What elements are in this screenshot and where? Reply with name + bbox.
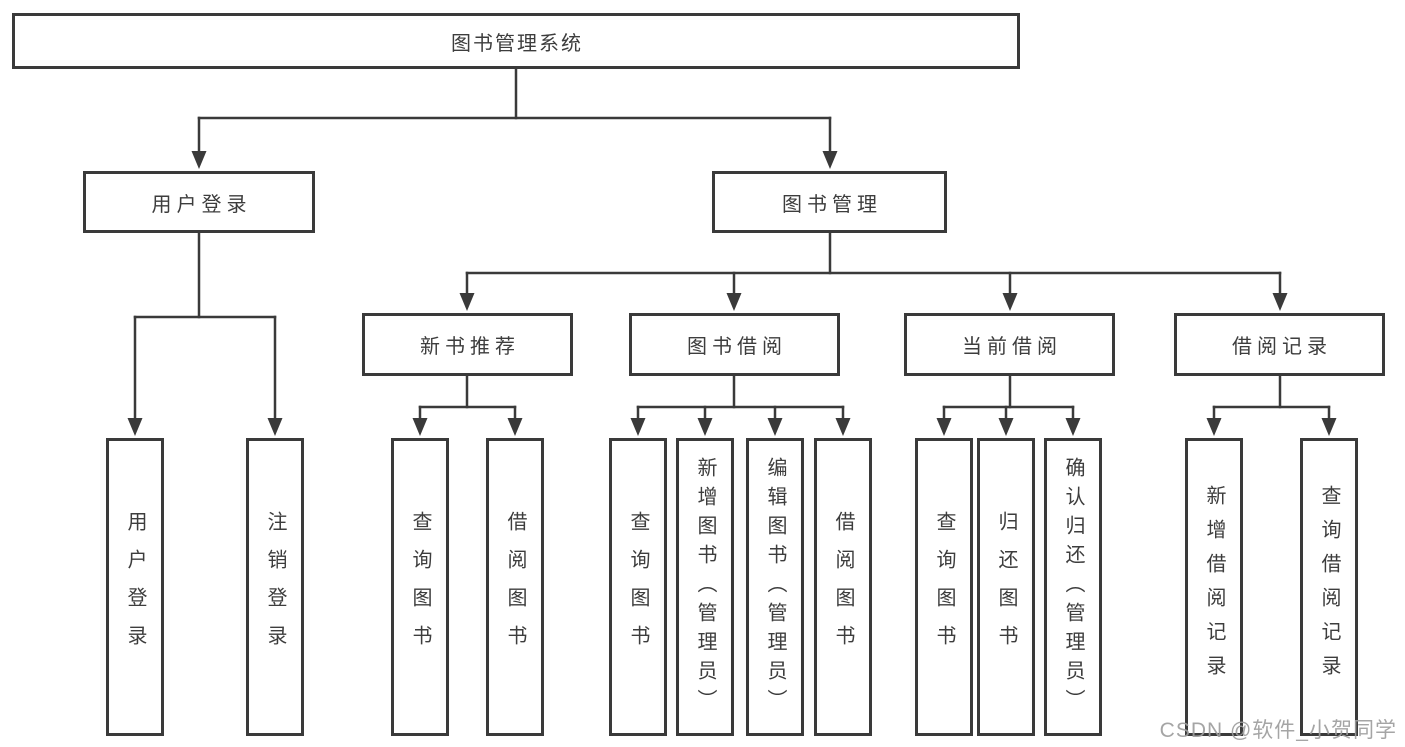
- node-user-login: 用户登录: [83, 171, 315, 233]
- arrowheads: [127, 151, 1337, 436]
- leaf-query-books-recommend: 查询图书: [391, 438, 449, 736]
- leaf-user-login: 用户登录: [106, 438, 164, 736]
- leaf-logout: 注销登录: [246, 438, 304, 736]
- node-new-book-recommend: 新书推荐: [362, 313, 573, 376]
- leaf-query-borrow-record-label: 查询借阅记录: [1318, 485, 1340, 689]
- leaf-confirm-return-admin: 确认归还（管理员）: [1044, 438, 1102, 736]
- leaf-query-books-current-label: 查询图书: [933, 511, 955, 663]
- node-book-management: 图书管理: [712, 171, 947, 233]
- node-book-borrow: 图书借阅: [629, 313, 840, 376]
- leaf-confirm-return-admin-label: 确认归还（管理员）: [1062, 456, 1084, 718]
- leaf-query-borrow-record: 查询借阅记录: [1300, 438, 1358, 736]
- csdn-watermark: CSDN @软件_小贺同学: [1159, 719, 1397, 742]
- leaf-borrow-books-recommend-label: 借阅图书: [504, 511, 526, 663]
- leaf-return-book-label: 归还图书: [995, 511, 1017, 663]
- leaf-query-books-current: 查询图书: [915, 438, 973, 736]
- leaf-query-books-borrow-label: 查询图书: [627, 511, 649, 663]
- leaf-add-borrow-record-label: 新增借阅记录: [1203, 485, 1225, 689]
- leaf-add-book-admin: 新增图书（管理员）: [676, 438, 734, 736]
- leaf-edit-book-admin-label: 编辑图书（管理员）: [764, 456, 786, 718]
- leaf-borrow-books-label: 借阅图书: [832, 511, 854, 663]
- leaf-borrow-books-recommend: 借阅图书: [486, 438, 544, 736]
- leaf-query-books-borrow: 查询图书: [609, 438, 667, 736]
- leaf-edit-book-admin: 编辑图书（管理员）: [746, 438, 804, 736]
- leaf-add-book-admin-label: 新增图书（管理员）: [694, 456, 716, 718]
- node-current-borrow: 当前借阅: [904, 313, 1115, 376]
- node-root-system: 图书管理系统: [12, 13, 1020, 69]
- node-borrow-records: 借阅记录: [1174, 313, 1385, 376]
- leaf-logout-label: 注销登录: [264, 511, 286, 663]
- leaf-return-book: 归还图书: [977, 438, 1035, 736]
- leaf-user-login-label: 用户登录: [124, 511, 146, 663]
- leaf-borrow-books: 借阅图书: [814, 438, 872, 736]
- leaf-query-books-recommend-label: 查询图书: [409, 511, 431, 663]
- leaf-add-borrow-record: 新增借阅记录: [1185, 438, 1243, 736]
